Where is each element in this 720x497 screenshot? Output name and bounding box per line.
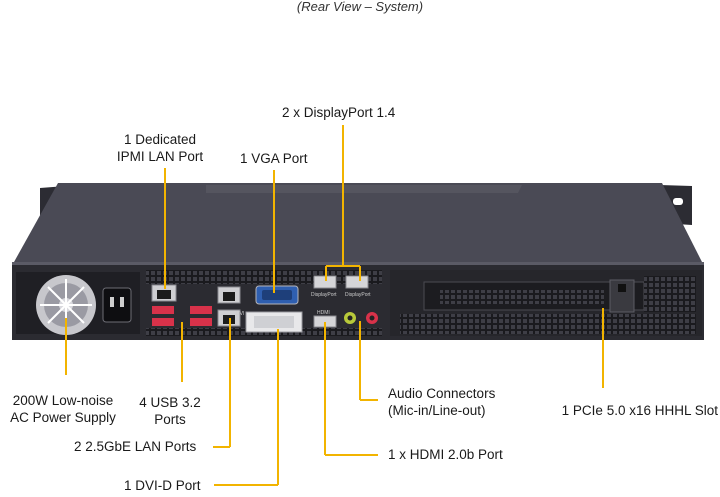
usb-callout-line1: 4 USB 3.2 xyxy=(139,395,201,410)
displayport-callout: 2 x DisplayPort 1.4 xyxy=(282,105,396,120)
ac-inlet xyxy=(102,287,132,323)
vga-callout: 1 VGA Port xyxy=(240,151,308,166)
hdmi-marking: HDMI xyxy=(317,310,330,316)
dvi-callout: 1 DVI-D Port xyxy=(124,478,201,493)
audio-callout: Audio Connectors (Mic-in/Line-out) xyxy=(388,385,495,419)
power-callout-line2: AC Power Supply xyxy=(10,410,116,425)
displayport-2-marking: DisplayPort xyxy=(345,292,371,298)
usb-callout-line2: Ports xyxy=(154,412,186,427)
top-panel-recess xyxy=(206,185,522,193)
diagram-caption: (Rear View – System) xyxy=(296,0,424,14)
dvi-marking: DVI xyxy=(236,311,244,317)
usb-port-1 xyxy=(152,306,174,314)
pcie-side-vent xyxy=(644,276,696,312)
usb-port-4 xyxy=(190,318,212,326)
rear-panel-edge xyxy=(12,262,704,265)
displayport-1-marking: DisplayPort xyxy=(311,292,337,298)
pcie-callout: 1 PCIe 5.0 x16 HHHL Slot xyxy=(561,403,718,418)
audio-callout-line2: (Mic-in/Line-out) xyxy=(388,403,486,418)
ipmi-callout-line2: IPMI LAN Port xyxy=(116,149,204,164)
right-ear-hole xyxy=(673,198,683,205)
power-callout-line1: 200W Low-noise xyxy=(12,393,114,408)
chassis-top xyxy=(14,183,702,262)
pcie-vent-grid xyxy=(400,314,696,334)
usb-port-2 xyxy=(152,318,174,326)
power-callout: 200W Low-noise AC Power Supply xyxy=(0,392,128,426)
usb-callout: 4 USB 3.2 Ports xyxy=(125,394,215,428)
hdmi-callout: 1 x HDMI 2.0b Port xyxy=(388,447,503,462)
usb-port-3 xyxy=(190,306,212,314)
ipmi-callout-line1: 1 Dedicated xyxy=(123,132,197,147)
displayport-2 xyxy=(345,275,369,289)
lan-callout: 2 2.5GbE LAN Ports xyxy=(74,439,197,454)
audio-callout-line1: Audio Connectors xyxy=(388,386,496,401)
ipmi-callout: 1 Dedicated IPMI LAN Port xyxy=(100,131,220,165)
